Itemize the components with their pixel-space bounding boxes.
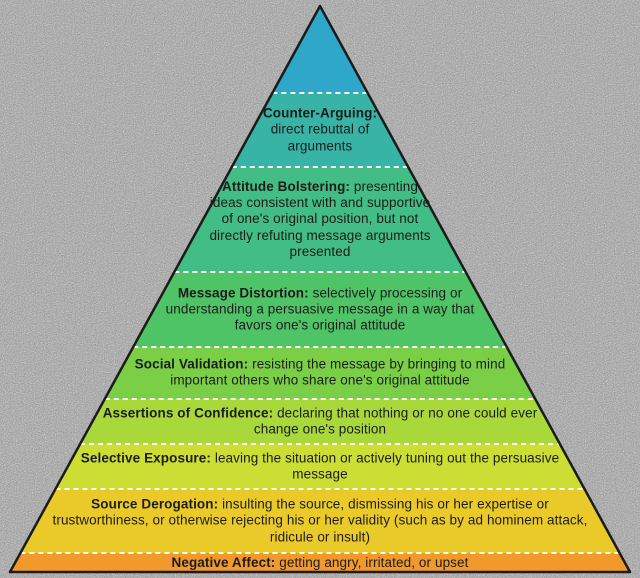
pyramid-layer [133,272,507,347]
pyramid-layer [20,489,620,553]
pyramid-layer [272,6,368,93]
pyramid-layer [55,444,585,489]
pyramid-layer [80,399,560,444]
layer-dividers [20,92,620,554]
pyramid-layer [10,553,630,572]
pyramid-layers [10,6,630,572]
pyramid-layer [174,167,466,272]
pyramid-layer [231,93,409,167]
pyramid-outline [8,4,632,574]
pyramid-layer [104,347,536,399]
pyramid-outline-stroke [8,4,632,574]
